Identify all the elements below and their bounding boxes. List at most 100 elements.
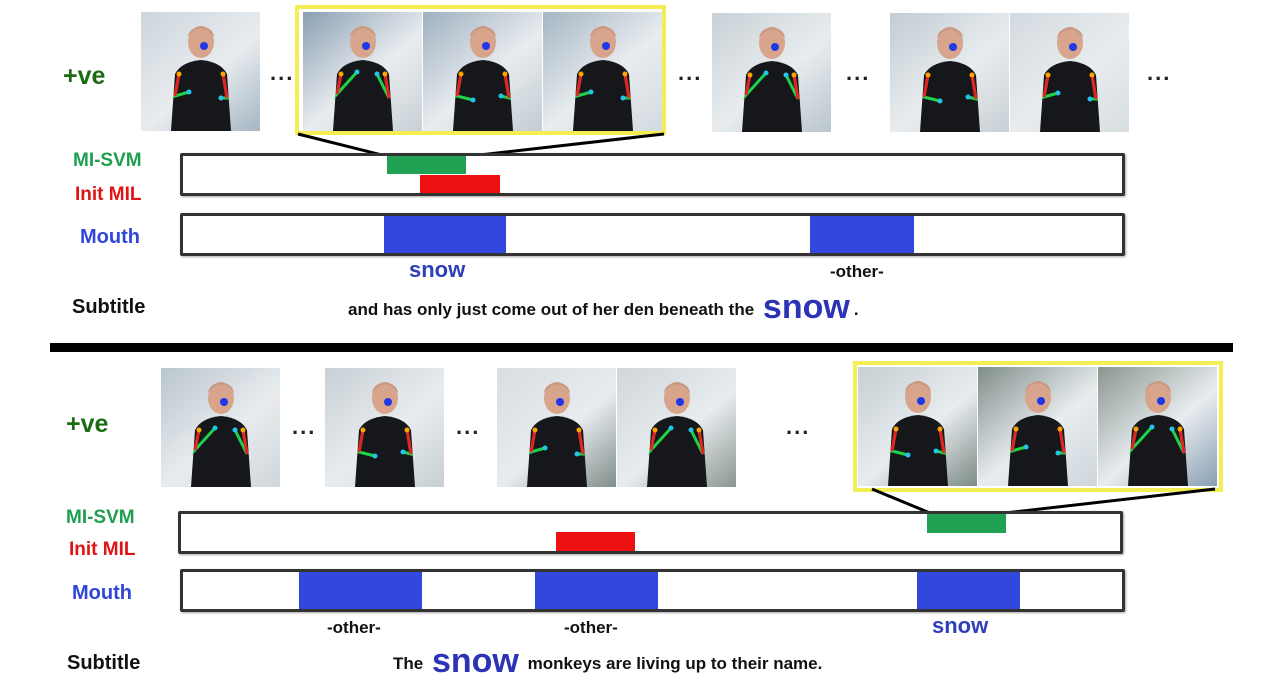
video-frame bbox=[1010, 13, 1129, 132]
wrist-keypoint bbox=[212, 425, 218, 431]
shoulder-keypoint bbox=[176, 71, 182, 77]
shoulder-keypoint bbox=[458, 71, 464, 77]
mi-svm-label: MI-SVM bbox=[73, 150, 142, 171]
subtitle-keyword: snow bbox=[431, 642, 519, 680]
right-upper-arm-pose bbox=[405, 429, 413, 455]
signer-head bbox=[470, 26, 496, 58]
video-frame bbox=[617, 368, 736, 487]
subtitle-after: . bbox=[853, 300, 859, 319]
signer-hair bbox=[350, 26, 376, 37]
mouth-keypoint bbox=[771, 43, 779, 51]
mouth-keypoint bbox=[949, 43, 957, 51]
signer-head bbox=[1025, 381, 1051, 413]
shoulder-keypoint bbox=[969, 72, 975, 78]
shoulder-keypoint bbox=[382, 71, 388, 77]
ellipsis: ... bbox=[456, 414, 481, 439]
video-frame bbox=[1098, 367, 1217, 486]
video-frame bbox=[325, 368, 444, 487]
wrist-keypoint bbox=[937, 98, 943, 104]
right-upper-arm-pose bbox=[1058, 428, 1066, 454]
subtitle-before: The bbox=[393, 654, 424, 673]
mouth-track bbox=[180, 213, 1125, 256]
video-frame bbox=[161, 368, 280, 487]
mouth-keypoint bbox=[1069, 43, 1077, 51]
left-upper-arm-pose bbox=[357, 429, 365, 453]
right-upper-arm-pose bbox=[1178, 428, 1186, 454]
shoulder-keypoint bbox=[925, 72, 931, 78]
mouth-keypoint bbox=[384, 398, 392, 406]
left-upper-arm-pose bbox=[173, 73, 181, 97]
wrist-keypoint bbox=[588, 89, 594, 95]
mouth-keypoint bbox=[200, 42, 208, 50]
signer-hair bbox=[372, 382, 398, 393]
wrist-keypoint bbox=[1055, 450, 1061, 456]
mouth-keypoint bbox=[676, 398, 684, 406]
shoulder-keypoint bbox=[502, 71, 508, 77]
signer-hair bbox=[1057, 27, 1083, 38]
signer-head bbox=[759, 27, 785, 59]
signer-pose bbox=[171, 26, 231, 131]
signer-head bbox=[937, 27, 963, 59]
signer-pose bbox=[453, 26, 513, 131]
left-upper-arm-pose bbox=[1130, 428, 1138, 450]
left-upper-arm-pose bbox=[1010, 428, 1018, 452]
shoulder-keypoint bbox=[196, 427, 202, 433]
signer-hair bbox=[937, 27, 963, 38]
video-frame bbox=[858, 367, 977, 486]
shoulder-keypoint bbox=[937, 426, 943, 432]
wrist-keypoint bbox=[542, 445, 548, 451]
mouth-segment bbox=[535, 572, 658, 609]
mouth-word: snow bbox=[932, 613, 989, 638]
shoulder-keypoint bbox=[360, 427, 366, 433]
signer-hair bbox=[905, 381, 931, 392]
mouth-keypoint bbox=[602, 42, 610, 50]
subtitle-before: and has only just come out of her den be… bbox=[348, 300, 755, 319]
signer-pose bbox=[742, 27, 802, 132]
mouth-segment bbox=[384, 216, 506, 253]
video-frame bbox=[303, 12, 422, 131]
shoulder-keypoint bbox=[338, 71, 344, 77]
signer-pose bbox=[1008, 381, 1068, 486]
signer-hair bbox=[208, 382, 234, 393]
wrist-keypoint bbox=[1149, 424, 1155, 430]
mouth-word: snow bbox=[409, 257, 466, 282]
signer-head bbox=[1057, 27, 1083, 59]
signer-hair bbox=[188, 26, 214, 37]
shoulder-keypoint bbox=[622, 71, 628, 77]
left-upper-arm-pose bbox=[1042, 74, 1050, 98]
mouth-label: Mouth bbox=[80, 226, 140, 248]
signer-pose bbox=[920, 27, 980, 132]
wrist-keypoint bbox=[574, 451, 580, 457]
mouth-segment bbox=[810, 216, 914, 253]
shoulder-keypoint bbox=[747, 72, 753, 78]
video-frame bbox=[497, 368, 616, 487]
signer-body bbox=[355, 416, 415, 487]
video-frame bbox=[712, 13, 831, 132]
shoulder-keypoint bbox=[578, 71, 584, 77]
right-upper-arm-pose bbox=[503, 73, 511, 99]
ellipsis: ... bbox=[1147, 60, 1172, 85]
shoulder-keypoint bbox=[1133, 426, 1139, 432]
mouth-keypoint bbox=[482, 42, 490, 50]
subtitle-after: monkeys are living up to their name. bbox=[527, 654, 823, 673]
wrist-keypoint bbox=[763, 70, 769, 76]
shoulder-keypoint bbox=[1045, 72, 1051, 78]
mouth-word: -other- bbox=[564, 618, 618, 637]
wrist-keypoint bbox=[783, 72, 789, 78]
wrist-keypoint bbox=[1169, 426, 1175, 432]
signer-head bbox=[350, 26, 376, 58]
subtitle-label: Subtitle bbox=[72, 296, 146, 318]
left-upper-arm-pose bbox=[890, 428, 898, 452]
video-frame bbox=[543, 12, 662, 131]
wrist-keypoint bbox=[1055, 90, 1061, 96]
panel-divider bbox=[50, 343, 1233, 352]
mi-svm-segment bbox=[387, 156, 466, 174]
signer-pose bbox=[1040, 27, 1100, 132]
wrist-keypoint bbox=[470, 97, 476, 103]
left-upper-arm-pose bbox=[193, 429, 201, 451]
signer-pose bbox=[647, 382, 707, 487]
signer-body bbox=[888, 415, 948, 486]
highlighted-window bbox=[853, 361, 1223, 492]
init-mil-label: Init MIL bbox=[75, 184, 142, 205]
